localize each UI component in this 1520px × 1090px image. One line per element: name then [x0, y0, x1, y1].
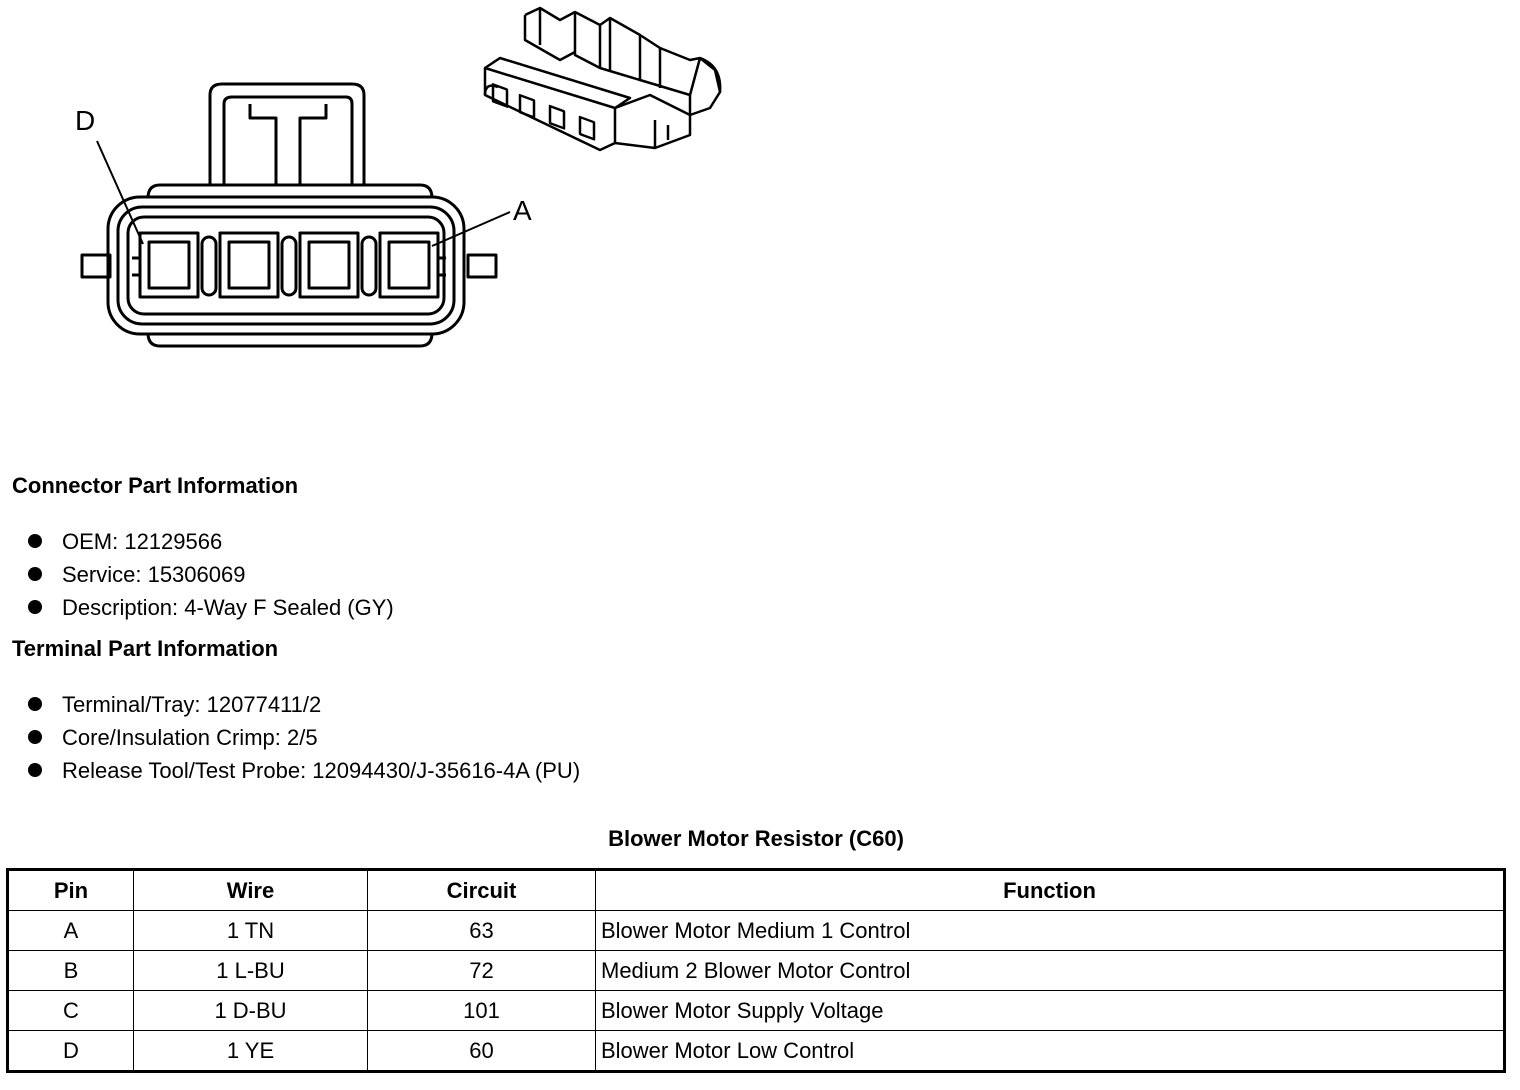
list-item: Description: 4-Way F Sealed (GY): [28, 591, 394, 624]
terminal-cavities: [138, 231, 440, 299]
connector-top-rail: [146, 183, 434, 199]
list-item: Service: 15306069: [28, 558, 394, 591]
pin-a-leader-line: [431, 211, 511, 247]
cell-pin: D: [7, 1030, 134, 1072]
bullet-icon: [28, 697, 42, 711]
header-pin: Pin: [7, 869, 134, 911]
list-item: Core/Insulation Crimp: 2/5: [28, 721, 580, 754]
table-title: Blower Motor Resistor (C60): [608, 826, 904, 851]
pin-d-leader-line: [96, 140, 144, 245]
bullet-icon: [28, 730, 42, 744]
table-row: D 1 YE 60 Blower Motor Low Control: [7, 1030, 1505, 1072]
cell-function: Blower Motor Supply Voltage: [595, 990, 1505, 1031]
cell-pin: A: [7, 910, 134, 951]
list-item: OEM: 12129566: [28, 525, 394, 558]
connector-latch: [208, 82, 366, 185]
terminal-part-info-list: Terminal/Tray: 12077411/2 Core/Insulatio…: [28, 688, 580, 787]
connector-part-info-title: Connector Part Information: [12, 473, 299, 498]
terminal-part-info-title: Terminal Part Information: [12, 636, 279, 661]
header-function: Function: [595, 869, 1505, 911]
connector-bottom-rail: [146, 332, 434, 348]
table-row: A 1 TN 63 Blower Motor Medium 1 Control: [7, 910, 1505, 951]
connector-body-inner: [126, 215, 446, 316]
bullet-icon: [28, 534, 42, 548]
header-wire: Wire: [133, 869, 368, 911]
pin-a-label: A: [513, 195, 532, 226]
cell-circuit: 101: [367, 990, 596, 1031]
connector-body-middle: [116, 205, 456, 326]
cell-wire: 1 D-BU: [133, 990, 368, 1031]
cell-pin: B: [7, 950, 134, 991]
connector-diagram: D A: [75, 6, 722, 348]
connector-body-outer: [106, 195, 466, 336]
table-header-row: Pin Wire Circuit Function: [7, 869, 1505, 911]
list-item: Terminal/Tray: 12077411/2: [28, 688, 580, 721]
cell-circuit: 60: [367, 1030, 596, 1072]
bullet-icon: [28, 763, 42, 777]
header-circuit: Circuit: [367, 869, 596, 911]
cell-circuit: 63: [367, 910, 596, 951]
bullet-icon: [28, 567, 42, 581]
pin-d-label: D: [75, 105, 95, 136]
cavity-separators: [200, 235, 378, 297]
connector-side-tab-right: [466, 253, 498, 279]
cell-wire: 1 L-BU: [133, 950, 368, 991]
pinout-table: Pin Wire Circuit Function A 1 TN 63 Blow…: [6, 868, 1506, 1073]
cell-function: Medium 2 Blower Motor Control: [595, 950, 1505, 991]
cell-wire: 1 TN: [133, 910, 368, 951]
connector-side-tab-left: [80, 253, 112, 279]
connector-part-info-list: OEM: 12129566 Service: 15306069 Descript…: [28, 525, 394, 624]
cell-pin: C: [7, 990, 134, 1031]
bullet-icon: [28, 600, 42, 614]
table-row: B 1 L-BU 72 Medium 2 Blower Motor Contro…: [7, 950, 1505, 991]
cell-wire: 1 YE: [133, 1030, 368, 1072]
cell-function: Blower Motor Medium 1 Control: [595, 910, 1505, 951]
list-item: Release Tool/Test Probe: 12094430/J-3561…: [28, 754, 580, 787]
connector-isometric-view: [483, 6, 722, 152]
cell-function: Blower Motor Low Control: [595, 1030, 1505, 1072]
table-row: C 1 D-BU 101 Blower Motor Supply Voltage: [7, 990, 1505, 1031]
cell-circuit: 72: [367, 950, 596, 991]
